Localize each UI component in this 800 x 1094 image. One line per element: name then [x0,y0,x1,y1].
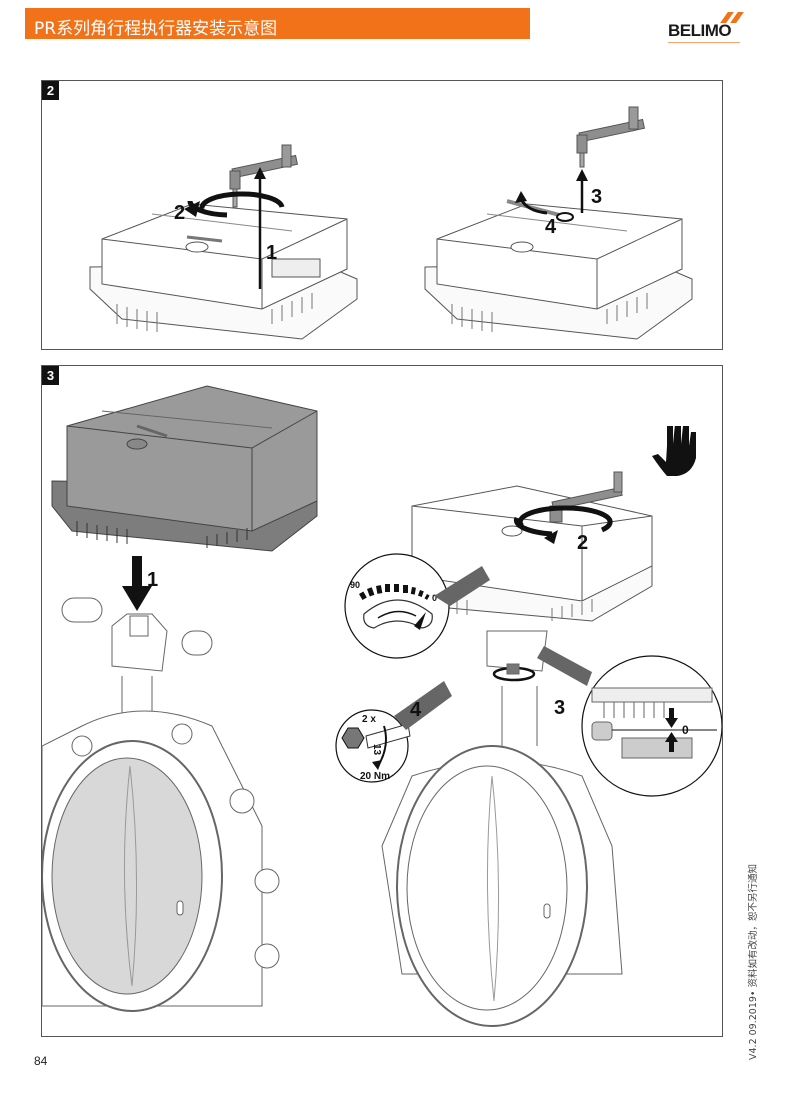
wrench-icon [365,723,411,749]
down-arrow-icon [132,556,142,588]
callout-4: 4 [410,699,422,721]
figure-mount-actuator: 1 [42,385,318,1012]
logo-underline [668,42,740,43]
hand-crank-icon [576,106,646,168]
hand-crank-icon [229,144,299,208]
figure-remove-crank: 2 1 [89,144,358,340]
align-arrow-down-head [665,718,678,728]
repeat-label: 2 x [362,714,376,725]
double-arrow-icon [377,610,417,619]
pointer-arrow-icon [537,646,592,686]
butterfly-valve-icon [381,630,623,1027]
torque-arrow-head [372,760,382,770]
version-note: V4.2 09.2019• 资料如有改动，恕不另行通知 [748,863,759,1060]
scale-max-label: 90 [350,580,360,590]
fins-detail [603,702,665,718]
actuator-icon [51,385,318,552]
page-number: 84 [34,1054,48,1068]
page-title: PR系列角行程执行器安装示意图 [34,19,278,39]
pointer-arrow-icon [434,566,490,606]
curved-arrow-head [515,191,527,203]
callout-1: 1 [266,242,277,264]
actuator-icon [89,203,358,340]
pointer-arrow-icon [394,681,452,730]
bracket-detail [621,737,693,759]
align-arrow-up-icon [669,740,674,752]
torque-label: 20 Nm [360,771,390,782]
up-arrow-head [576,169,588,181]
actuator-icon [424,199,693,340]
zero-mark-label: 0 [682,723,689,737]
logo-text: BELIMO [668,21,732,40]
callout-4: 4 [545,216,557,238]
rotate-arrow-head [184,201,200,217]
figure-store-crank: 3 4 [424,106,693,340]
callout-2: 2 [577,532,588,554]
callout-1: 1 [147,569,158,591]
indicator-window [363,599,433,629]
panel-number: 3 [42,366,59,385]
panel-step-2: 2 2 1 [41,80,723,350]
header-bar: PR系列角行程执行器安装示意图 [25,8,530,39]
wrench-size-label: 13 [371,744,382,756]
align-arrow-up-head [665,732,678,742]
scale-min-label: 0 [432,593,437,603]
weight-detail [591,721,613,741]
indicator-scale-icon [359,584,430,601]
callout-2: 2 [174,202,185,224]
down-arrow-head [122,586,152,611]
up-arrow-head [254,167,266,179]
panel-number: 2 [42,81,59,100]
hand-stop-icon [652,426,696,476]
align-arrow-down-icon [669,708,674,720]
callout-3: 3 [591,186,602,208]
actuator-base-detail [591,687,713,703]
pointer-icon [414,612,426,630]
figure-align-and-fasten: 2 90 0 [335,426,722,1027]
panel-step-3: 3 1 [41,365,723,1037]
rotate-arrow-icon [187,191,285,218]
callout-3: 3 [554,697,565,719]
rotate-arrow-icon [513,505,613,537]
butterfly-valve-icon [42,597,280,1012]
belimo-logo: BELIMO [668,12,748,43]
hex-nut-icon [341,727,365,749]
rotate-arrow-head [544,530,558,544]
